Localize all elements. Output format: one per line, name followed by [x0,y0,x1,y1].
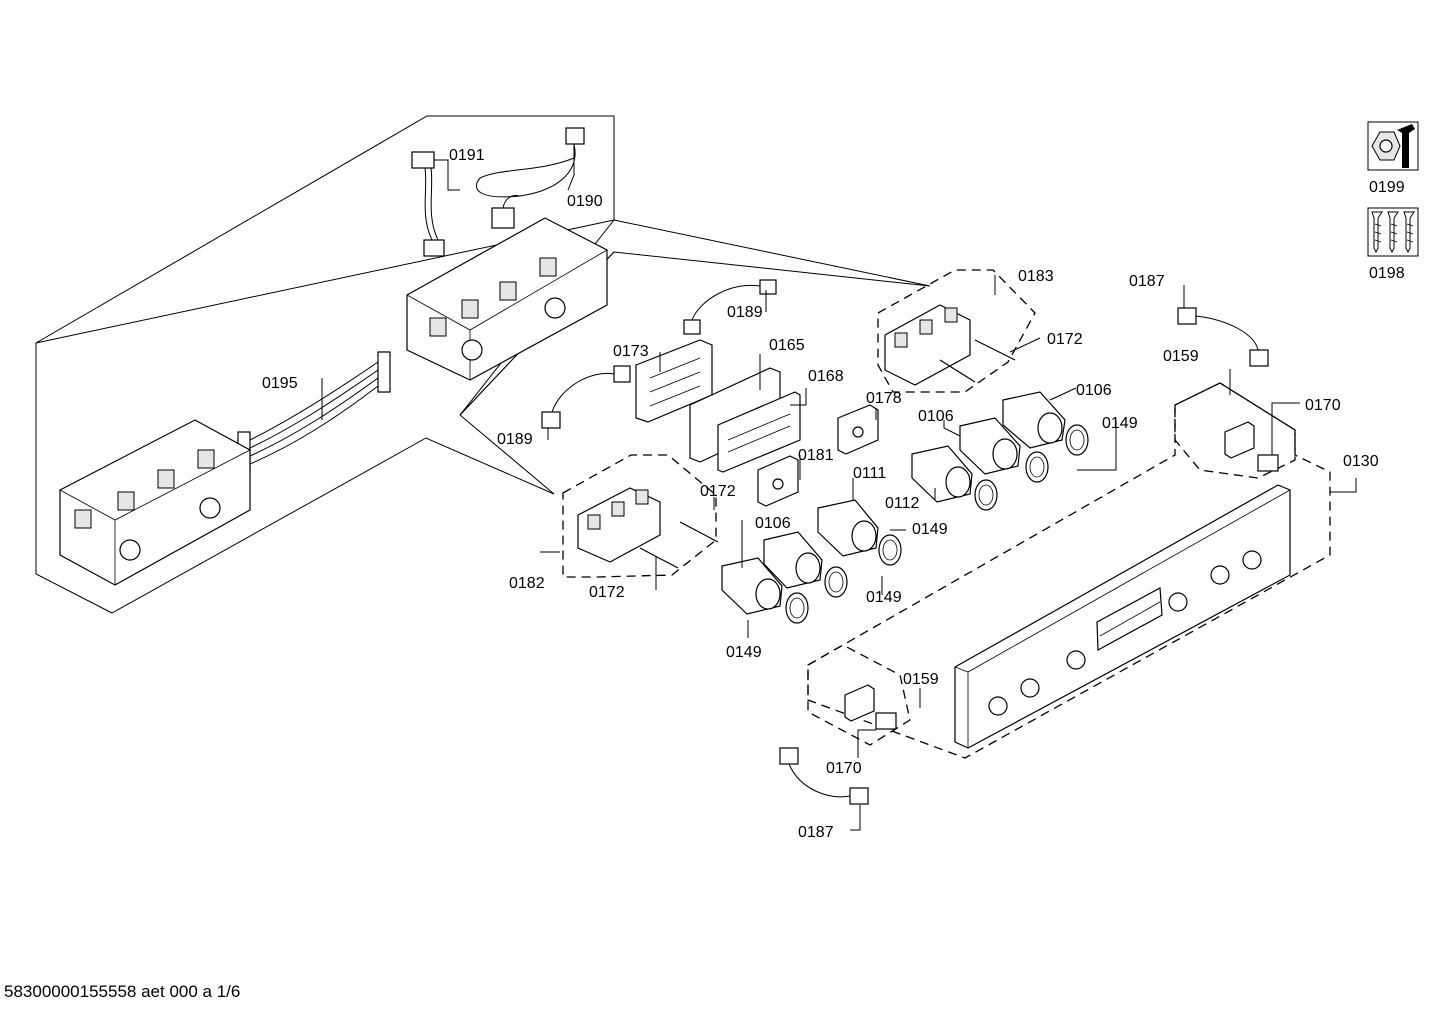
callout-0199: 0199 [1369,179,1405,196]
switch-module-upper [406,217,608,381]
switch-module-lower [59,419,251,586]
callout-0170-left: 0170 [826,760,862,777]
callout-0111: 0111 [853,465,886,482]
callout-0187-bottom: 0187 [798,824,834,841]
cable-0189-upper [683,279,777,335]
callout-0178: 0178 [866,390,902,407]
callout-0106-lower: 0106 [755,515,791,532]
callout-0172-lower: 0172 [589,584,625,601]
callout-0182: 0182 [509,575,545,592]
leader-lines [321,144,1357,831]
knob-0112 [911,445,973,503]
callout-0170-right: 0170 [1305,397,1341,414]
part-0181 [757,455,799,507]
callout-0112: 0112 [885,495,920,512]
callout-0130: 0130 [1343,453,1379,470]
wrench-nut-icon [1367,121,1419,171]
knob-0106-upper-right [1002,391,1066,449]
callout-0106-upper: 0106 [1076,382,1112,399]
callout-0149-lowest: 0149 [726,644,762,661]
display-module-0165-0168 [689,367,801,473]
callout-0172-middle: 0172 [700,483,736,500]
callout-0165: 0165 [769,337,805,354]
knob-0106-middle [959,417,1021,475]
callout-0187-right: 0187 [1129,273,1165,290]
cable-0189-lower [541,365,631,429]
callout-0189-upper: 0189 [727,304,763,321]
callout-0181: 0181 [798,447,834,464]
callout-0183: 0183 [1018,268,1054,285]
callout-0106-middle: 0106 [918,408,954,425]
callout-0195: 0195 [262,375,298,392]
document-id: 58300000155558 aet 000 a 1/6 [4,982,241,1001]
module-0159-0170-left [807,644,911,746]
rings-0149 [785,424,1089,624]
knob-0106-lower [763,531,823,589]
electronic-board-0173 [635,339,713,423]
cable-0187-right [1177,307,1269,367]
callout-0173: 0173 [613,343,649,360]
callout-0159-right: 0159 [1163,348,1199,365]
callout-0168: 0168 [808,368,844,385]
callout-0189-lower: 0189 [497,431,533,448]
callout-0190: 0190 [567,193,603,210]
screws-icon [1367,207,1419,257]
callout-0159-left: 0159 [903,671,939,688]
cable-0187-bottom [779,747,869,805]
callout-0149-upper: 0149 [1102,415,1138,432]
callout-0149-lower: 0149 [866,589,902,606]
callout-0172-upper: 0172 [1047,331,1083,348]
knob-0111 [817,499,879,557]
callout-0191: 0191 [449,147,485,164]
control-panel-0130 [807,382,1331,759]
callout-0198: 0198 [1369,265,1405,282]
knob-0106-lowest [721,557,783,615]
module-group-0182 [562,454,719,578]
module-group-0183 [877,269,1036,393]
module-0159-0170-right [1174,382,1296,479]
part-0178 [837,404,879,455]
callout-labels: 0191 0190 0195 0189 0189 0173 0165 0168 … [262,147,1405,841]
ribbon-cable-0195 [237,351,391,473]
callout-0149-middle: 0149 [912,521,948,538]
